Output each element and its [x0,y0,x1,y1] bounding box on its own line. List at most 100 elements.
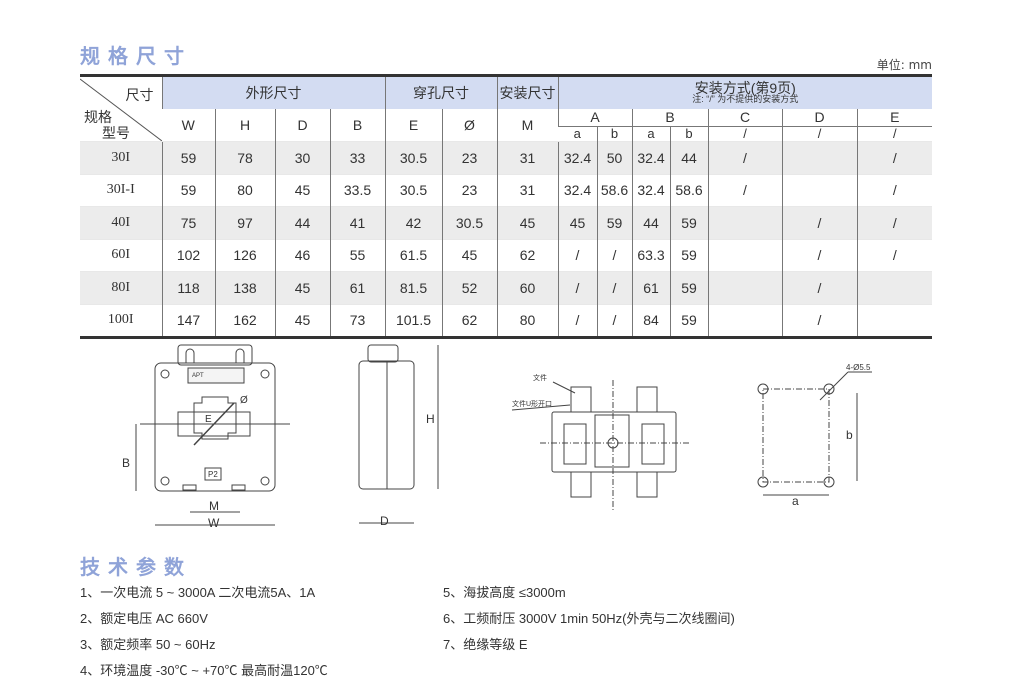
spec-item: 4、环境温度 -30℃ ~ +70℃ 最高耐温120℃ [80,663,328,678]
value-cell: 50 [596,141,632,174]
spec-item: 7、绝缘等级 E [443,637,528,652]
install-subcol: a [631,126,670,142]
value-cell: 138 [214,271,275,304]
value-cell: 84 [631,303,670,339]
group-install-method: 安装方式(第9页) 注: “/” 为不提供的安装方式 [557,74,933,109]
value-cell: 61 [631,271,670,304]
install-subcol: / [707,126,782,142]
install-col-A: A [557,109,632,127]
value-cell: 80 [214,173,275,207]
svg-text:文件U形开口: 文件U形开口 [512,399,552,408]
install-col-E: E [856,109,933,127]
value-cell: 52 [441,271,497,304]
value-cell: / [856,238,933,272]
side-view-drawing: H D [358,344,439,528]
value-cell: 45 [557,206,597,239]
model-cell: 100I [80,303,162,339]
install-subcol: b [669,126,708,142]
col-M: M [496,109,558,142]
value-cell: 55 [329,238,385,272]
col-diameter: Ø [441,109,497,142]
value-cell: 32.4 [631,141,670,174]
model-cell: 30I [80,141,162,174]
value-cell: / [596,303,632,339]
value-cell: 147 [161,303,215,339]
value-cell: / [596,238,632,272]
group-install-dims: 安装尺寸 [496,74,558,109]
value-cell: 62 [496,238,558,272]
svg-text:a: a [792,494,799,508]
value-cell: 59 [669,238,708,272]
spec-item: 5、海拔高度 ≤3000m [443,585,566,600]
value-cell [781,173,857,207]
svg-text:D: D [380,514,389,528]
value-cell: 45 [274,173,330,207]
value-cell: 23 [441,173,497,207]
specs-left: 1、一次电流 5 ~ 3000A 二次电流5A、1A 2、额定电压 AC 660… [80,584,328,688]
value-cell: 102 [161,238,215,272]
value-cell: 80 [496,303,558,339]
value-cell: / [856,141,933,174]
group-outer-dims: 外形尺寸 [161,74,385,109]
drawings: APT Ø E P2 B M W H D 文件 文件U形开口 4-Ø5.5 [122,344,872,530]
value-cell: 45 [274,271,330,304]
value-cell [856,271,933,304]
value-cell: / [781,271,857,304]
value-cell: 30.5 [384,173,442,207]
value-cell [707,303,782,339]
value-cell [781,141,857,174]
value-cell: 41 [329,206,385,239]
value-cell: 33 [329,141,385,174]
value-cell: 62 [441,303,497,339]
value-cell: 32.4 [631,173,670,207]
value-cell: 59 [161,173,215,207]
value-cell: 31 [496,173,558,207]
value-cell: 31 [496,141,558,174]
model-cell: 80I [80,271,162,304]
value-cell: 59 [596,206,632,239]
value-cell: 59 [669,303,708,339]
value-cell: / [856,206,933,239]
value-cell: 23 [441,141,497,174]
spec-item: 1、一次电流 5 ~ 3000A 二次电流5A、1A [80,585,316,600]
value-cell: 32.4 [557,173,597,207]
value-cell: 61.5 [384,238,442,272]
value-cell [707,271,782,304]
value-cell: / [557,238,597,272]
value-cell: 63.3 [631,238,670,272]
value-cell: 59 [669,206,708,239]
value-cell: 46 [274,238,330,272]
svg-text:H: H [426,412,435,426]
value-cell: 162 [214,303,275,339]
model-cell: 30I-I [80,173,162,207]
corner-top-label: 尺寸 [125,87,154,103]
value-cell: 44 [669,141,708,174]
value-cell: 30.5 [384,141,442,174]
value-cell: 60 [496,271,558,304]
value-cell: 81.5 [384,271,442,304]
value-cell: / [856,173,933,207]
value-cell: 101.5 [384,303,442,339]
value-cell: / [557,271,597,304]
corner-diagonal [80,78,162,141]
value-cell [707,206,782,239]
value-cell: / [707,141,782,174]
svg-text:b: b [846,428,853,442]
value-cell [707,238,782,272]
value-cell: 30 [274,141,330,174]
spec-item: 6、工频耐压 3000V 1min 50Hz(外壳与二次线圈间) [443,611,735,626]
dimensions-title: 规格尺寸 [80,44,192,68]
install-subcol: b [596,126,632,142]
svg-text:E: E [205,414,212,425]
brand-label: APT [192,373,204,379]
install-col-C: C [707,109,782,127]
col-D: D [274,109,330,142]
value-cell: / [781,303,857,339]
value-cell [856,303,933,339]
unit-label: 单位: mm [876,58,932,72]
